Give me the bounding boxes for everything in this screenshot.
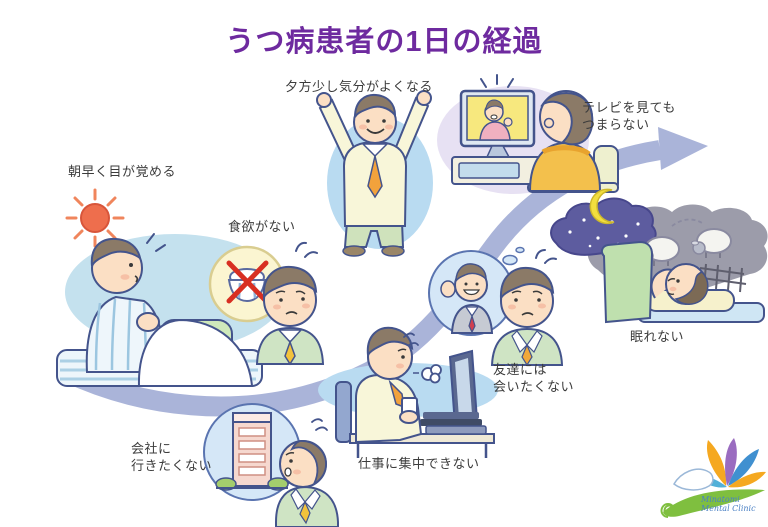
- moon-icon: [589, 188, 615, 225]
- scene-avoid-friends: [428, 246, 564, 367]
- distress-marks: [403, 332, 419, 346]
- sigh-puff-icon: [413, 364, 442, 384]
- tie: [521, 343, 533, 367]
- logo-swoosh: [663, 489, 765, 517]
- label-tv-boring: テレビを見ても つまらない: [582, 100, 676, 132]
- friend-hand: [440, 280, 456, 298]
- friend-tie: [468, 313, 476, 334]
- person-stretching: [316, 90, 432, 257]
- distress-marks: [311, 418, 328, 431]
- friend-hair: [455, 263, 487, 282]
- startle-marks: [146, 233, 166, 252]
- shoe: [381, 245, 405, 257]
- red-cross-icon: [226, 260, 269, 304]
- chair-back: [335, 381, 352, 443]
- hair: [499, 266, 555, 302]
- shoe: [342, 245, 366, 257]
- clinic-logo: [660, 438, 766, 518]
- clinic-logo-text: Minatomi Mental Clinic: [701, 495, 756, 513]
- friend-mouth: [462, 289, 481, 296]
- fence-icon: [699, 263, 747, 293]
- label-evening-better: 夕方少し気分がよくなる: [285, 79, 433, 94]
- monitor-icon: [420, 349, 487, 435]
- tv-cabinet: [451, 156, 549, 185]
- label-cannot-sleep: 眠れない: [630, 329, 685, 344]
- sheep-icon: [691, 228, 732, 258]
- person-avoiding-friends: [490, 266, 564, 367]
- jump-arc: [671, 218, 705, 227]
- label-wake-early: 朝早く目が覚める: [68, 164, 177, 179]
- hair: [354, 93, 397, 118]
- friend-in-bubble: [440, 263, 494, 334]
- scene-tv: [437, 74, 619, 194]
- person-dreading-work: [275, 440, 339, 527]
- scene-cannot-sleep: [550, 188, 768, 324]
- scene-no-appetite: [208, 241, 325, 366]
- label-dread-work: 会社に 行きたくない: [131, 441, 213, 473]
- building-icon: [215, 412, 289, 491]
- logo-bird: [673, 468, 714, 491]
- hair: [289, 440, 327, 487]
- person-watching-tv: [527, 90, 619, 193]
- collar-band: [541, 145, 591, 157]
- person-sleepless: [650, 263, 709, 305]
- sweat-marks: [295, 241, 318, 258]
- collar: [277, 329, 303, 344]
- person-no-appetite: [255, 265, 325, 366]
- hair: [262, 265, 318, 301]
- sun-icon: [65, 188, 125, 248]
- arrowhead: [658, 127, 708, 170]
- scene-wake-early: [56, 188, 285, 387]
- tv-icon: [459, 89, 536, 158]
- person-at-computer: [355, 326, 442, 444]
- label-cannot-concentrate: 仕事に集中できない: [358, 456, 480, 471]
- hair: [674, 271, 709, 305]
- hands: [136, 312, 160, 332]
- tie: [299, 500, 311, 525]
- sweat-marks: [535, 249, 557, 264]
- tv-screen-person: [479, 99, 513, 141]
- tv-rays: [480, 74, 514, 88]
- label-avoid-friends: 友達には 会いたくない: [493, 362, 575, 394]
- fist: [316, 92, 332, 108]
- tie: [284, 339, 296, 366]
- logo-flower: [697, 438, 766, 488]
- hair: [366, 326, 414, 359]
- page-title: うつ病患者の1日の経過: [225, 26, 543, 58]
- ear: [543, 117, 555, 129]
- scene-computer: [318, 326, 498, 458]
- tie: [367, 155, 383, 199]
- label-no-appetite: 食欲がない: [228, 219, 296, 234]
- hand: [399, 410, 419, 424]
- logo-spiral: [660, 503, 676, 518]
- hair: [90, 237, 142, 267]
- scene-evening-better: [316, 90, 433, 257]
- scene-dread-work: [203, 403, 339, 527]
- blanket: [137, 318, 254, 387]
- fist: [416, 90, 432, 106]
- blanket: [600, 240, 654, 324]
- hair-back: [540, 92, 594, 146]
